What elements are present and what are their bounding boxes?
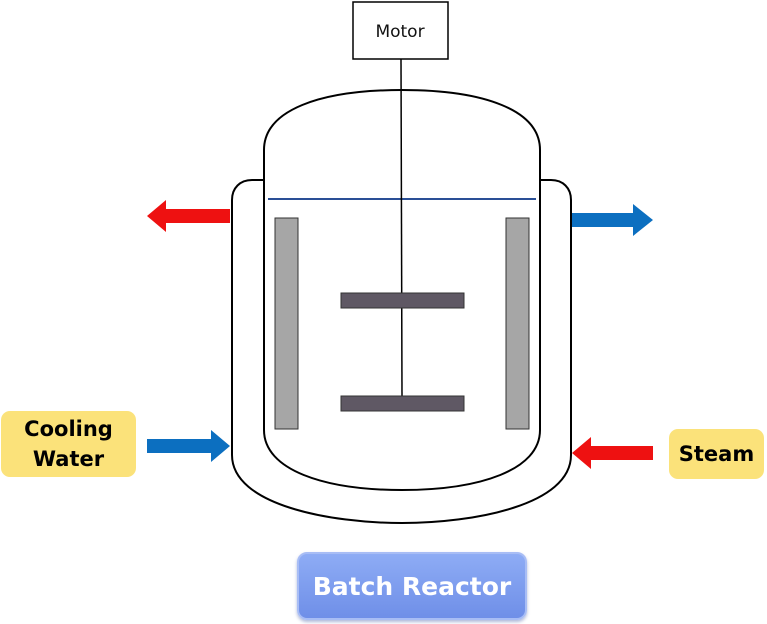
outlet-arrow-left xyxy=(147,200,230,232)
steam-label-text: Steam xyxy=(678,442,755,466)
steam-inlet-arrow xyxy=(572,437,653,469)
cooling-water-inlet-arrow xyxy=(147,430,230,462)
reactor-jacket xyxy=(231,179,572,525)
motor-label: Motor xyxy=(375,22,424,42)
cooling-water-label: Cooling Water xyxy=(1,411,136,477)
steam-label: Steam xyxy=(669,429,764,479)
baffle-left xyxy=(274,217,299,430)
batch-reactor-title: Batch Reactor xyxy=(297,552,527,620)
cooling-water-line1: Cooling xyxy=(24,417,113,441)
batch-reactor-title-text: Batch Reactor xyxy=(312,571,512,601)
motor-box xyxy=(352,1,449,60)
outlet-arrow-right xyxy=(572,204,653,236)
impeller-lower xyxy=(340,395,465,412)
reactor-vessel xyxy=(263,88,541,492)
cooling-water-line2: Water xyxy=(32,447,105,471)
impeller-upper xyxy=(340,292,465,309)
baffle-right xyxy=(505,217,530,430)
agitator-shaft xyxy=(400,58,403,398)
